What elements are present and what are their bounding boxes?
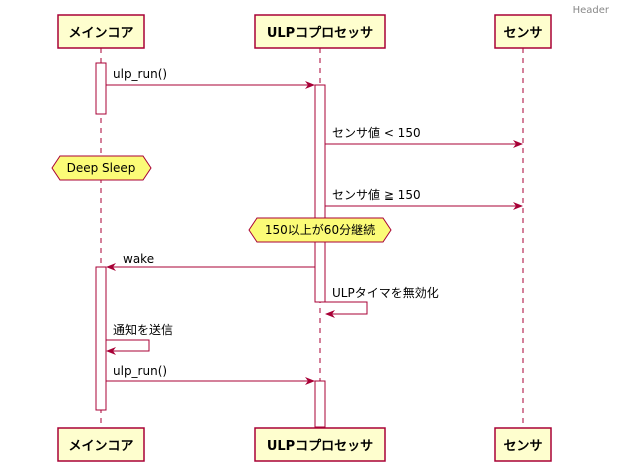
activation-main-1 [95,62,107,115]
message-ulp-run-2-label: ulp_run() [113,364,167,378]
participant-sensor-label-bottom: センサ [503,439,542,454]
message-wake-label: wake [123,252,154,266]
participant-sensor-bottom: センサ [494,427,552,462]
activation-main-2 [95,266,107,411]
message-sensor-high-label: センサ値 ≧ 150 [332,187,421,202]
participant-ulp-label: ULPコプロセッサ [267,26,373,41]
message-sensor-high: センサ値 ≧ 150 [325,187,523,210]
participant-sensor-label: センサ [503,26,542,41]
message-ulp-run-2: ulp_run() [106,364,315,385]
participant-sensor-top: センサ [494,14,552,49]
message-disable-ulp-timer-label: ULPタイマを無効化 [332,285,439,300]
participant-main-label: メインコア [68,26,133,41]
message-wake: wake [106,252,315,271]
note-threshold-duration: 150以上が60分継続 [248,217,392,243]
message-disable-ulp-timer: ULPタイマを無効化 [325,285,439,318]
activation-ulp-2 [314,380,326,428]
message-ulp-run-1-label: ulp_run() [113,67,167,81]
participant-ulp-bottom: ULPコプロセッサ [254,427,386,462]
message-send-notification-label: 通知を送信 [113,322,173,337]
participant-main-bottom: メインコア [57,427,145,462]
header-label: Header [573,5,610,16]
activation-ulp-1 [314,84,326,303]
participant-ulp-top: ULPコプロセッサ [254,14,386,49]
note-deep-sleep: Deep Sleep [51,155,152,181]
participant-main-label-bottom: メインコア [68,439,133,454]
participant-main-top: メインコア [57,14,145,49]
message-sensor-low-label: センサ値 < 150 [332,125,421,140]
note-threshold-duration-label: 150以上が60分継続 [265,222,375,237]
participant-ulp-label-bottom: ULPコプロセッサ [267,439,373,454]
message-ulp-run-1: ulp_run() [106,67,315,89]
message-send-notification: 通知を送信 [106,322,173,355]
message-sensor-low: センサ値 < 150 [325,125,523,148]
note-deep-sleep-label: Deep Sleep [67,161,136,175]
